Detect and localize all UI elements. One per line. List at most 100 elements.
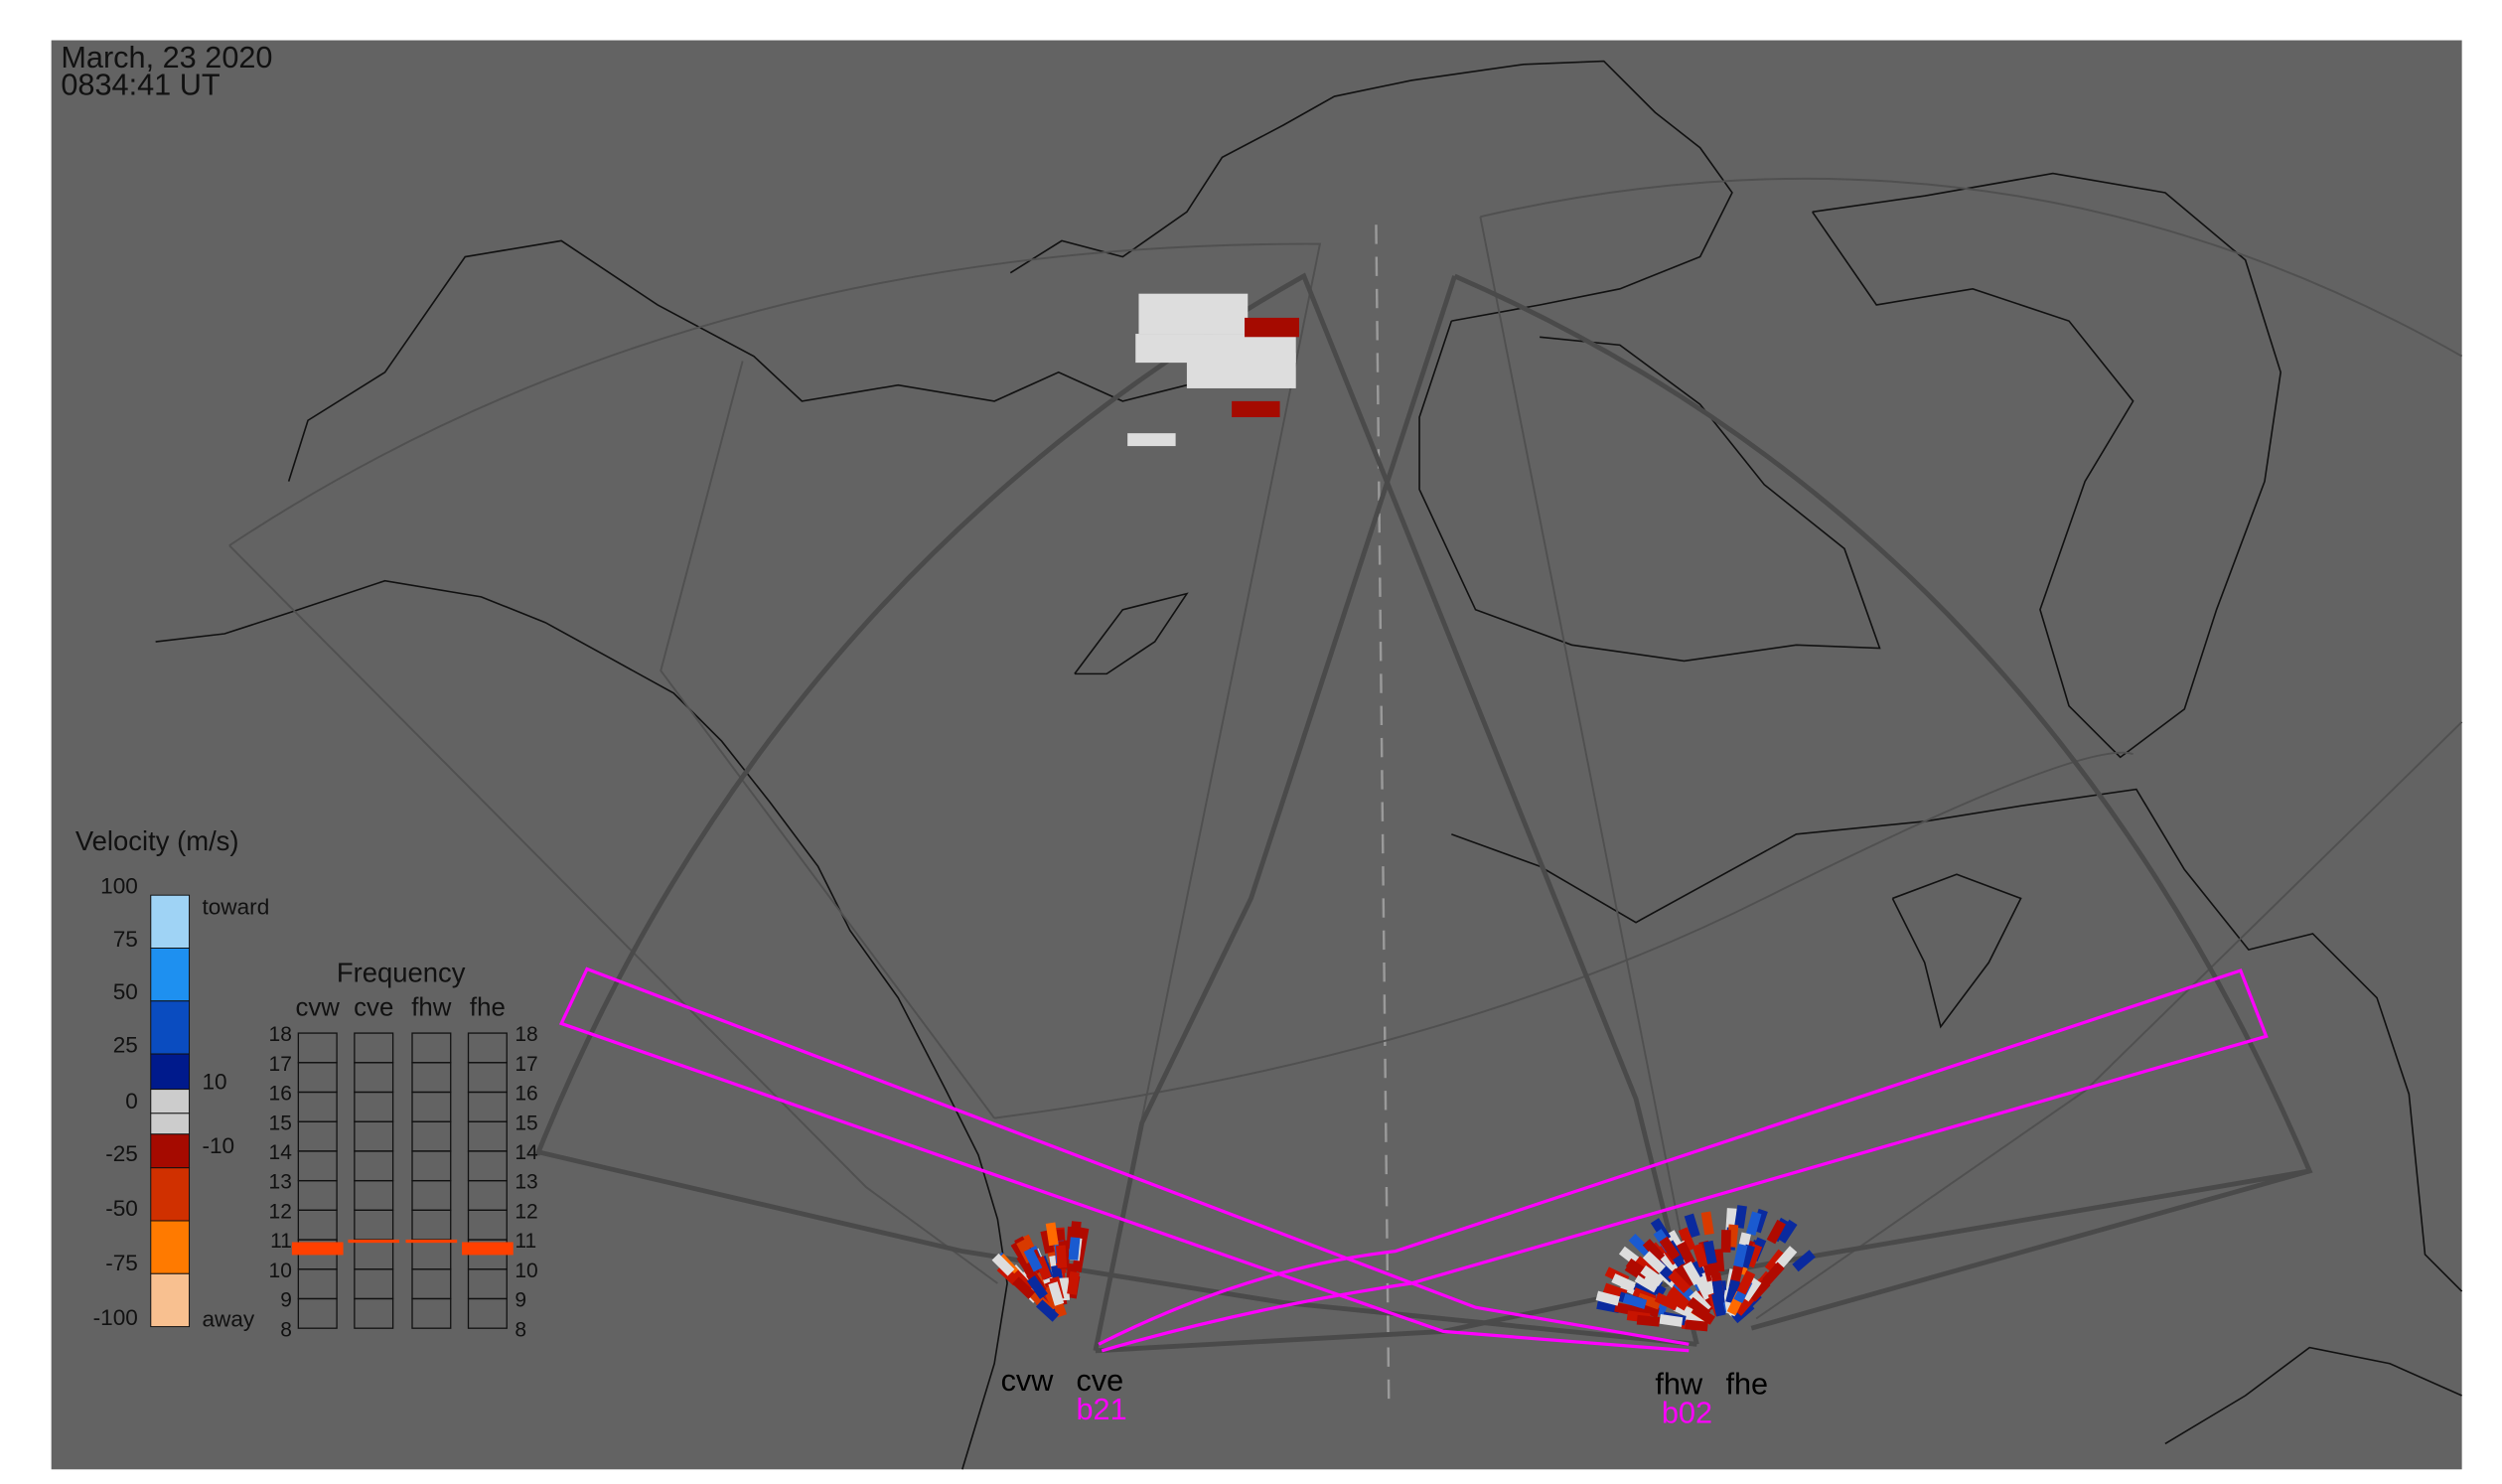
velocity-colorbar-segment [150,894,191,949]
velocity-tick-label: -25 [105,1141,138,1166]
frequency-tick-left: 13 [269,1171,292,1194]
velocity-cell [1687,1296,1711,1319]
frequency-marker-cvw [291,1242,344,1256]
velocity-cell [1636,1314,1661,1327]
velocity-cell [1045,1222,1059,1247]
velocity-cell [1628,1233,1652,1257]
fov-fhe-outline [1479,177,2463,1320]
velocity-cell [1611,1273,1636,1292]
frequency-radar-label-fhe: fhe [470,993,506,1021]
frequency-marker-cve [348,1239,400,1244]
velocity-cell [1622,1293,1648,1309]
velocity-cell [1127,433,1176,447]
coastline-greenland [1811,172,2281,759]
frequency-tick-right: 12 [515,1200,537,1223]
velocity-cell [1035,1299,1060,1322]
velocity-colorbar-segment [150,1113,191,1135]
beam-label-b21: b21 [1076,1392,1126,1426]
velocity-cell [1678,1227,1696,1253]
velocity-cell [1634,1272,1660,1293]
coastline-hudson-bay [1418,320,1881,663]
velocity-tick-label: 25 [113,1032,138,1057]
velocity-cell [1720,1230,1731,1253]
velocity-cell [1733,1243,1748,1268]
velocity-cell [1764,1249,1787,1273]
frequency-tick-right: 8 [515,1318,526,1341]
coastline-alaska-north [287,239,1188,482]
velocity-colorbar-segment [150,1167,191,1222]
velocity-tick-label: -50 [105,1196,138,1221]
velocity-cell [1676,1241,1695,1266]
velocity-tick-label: 100 [100,874,138,899]
velocity-cell [1736,1269,1756,1295]
velocity-cell [1775,1246,1798,1269]
velocity-tick-label: 0 [125,1089,138,1113]
frequency-radar-label-cvw: cvw [295,993,340,1021]
velocity-cell [1023,1247,1043,1272]
velocity-cell [1734,1205,1747,1229]
velocity-inner-tick-minus10: -10 [202,1133,234,1158]
frequency-tick-right: 15 [515,1112,537,1134]
coastline-arctic-islands [1009,60,1733,322]
velocity-cell [1048,1281,1065,1306]
time-label: 0834:41 UT [61,67,221,101]
frequency-radar-label-fhw: fhw [411,993,452,1021]
coastlines [155,60,2463,1470]
frequency-legend-title: Frequency [337,957,466,987]
velocity-cell [1232,400,1280,418]
frequency-tick-left: 11 [270,1230,292,1253]
velocity-legend-title: Velocity (m/s) [75,825,239,856]
frequency-tick-right: 11 [515,1230,536,1253]
coastline-alaska-west [155,579,1008,1470]
velocity-colorbar-segment [150,948,191,1002]
velocity-cell [1245,317,1299,338]
velocity-cell [1068,1237,1081,1261]
velocity-cell [1636,1292,1662,1310]
beam-b02-outline [558,966,1690,1353]
frequency-tick-left: 9 [280,1289,292,1312]
velocity-cell [1702,1240,1717,1264]
beam-outlines [558,966,2269,1353]
coastline-east [1451,788,2463,1292]
velocity-cell [1012,1276,1036,1299]
velocity-colorbar-segment [150,1053,191,1091]
frequency-tick-left: 14 [269,1141,293,1164]
velocity-cell [1711,1292,1726,1317]
velocity-cell [1692,1243,1709,1268]
coastline-great-lakes [1891,873,2022,1029]
velocity-cell [1595,1290,1620,1306]
radar-label-fhe: fhe [1725,1366,1768,1401]
date-label: March, 23 2020 [61,40,272,74]
velocity-tick-label: -100 [93,1305,138,1330]
radar-label-fhw: fhw [1655,1366,1703,1401]
frequency-tick-left: 16 [269,1083,292,1106]
velocity-cell [1138,293,1249,335]
fov-range-arc [994,751,2134,1119]
velocity-cell [1684,1213,1700,1239]
coastline-baffin [2164,1346,2462,1445]
velocity-cells [991,293,1816,1332]
velocity-cell [1026,1274,1048,1300]
fov-inner-edge [660,361,995,1119]
frequency-tick-right: 16 [515,1083,537,1106]
velocity-cell [1725,1279,1740,1304]
radar-label-cvw: cvw [1001,1363,1055,1398]
beam-b21-outline [1098,968,2269,1353]
velocity-cell [1642,1251,1666,1273]
frequency-tick-right: 10 [515,1260,537,1282]
coastline-lake [1074,592,1189,675]
velocity-tick-label: -75 [105,1251,138,1275]
frequency-tick-left: 12 [269,1200,292,1223]
velocity-cell [1659,1236,1681,1261]
velocity-cell [1665,1290,1690,1311]
frequency-bin [411,1297,452,1329]
velocity-cell [1762,1261,1785,1285]
velocity-tick-label: 50 [113,979,138,1004]
frequency-bin [297,1297,338,1329]
velocity-toward-label: toward [202,895,269,920]
frequency-bin [467,1297,508,1329]
velocity-colorbar-segment [150,1089,191,1114]
frequency-tick-right: 17 [515,1053,537,1076]
